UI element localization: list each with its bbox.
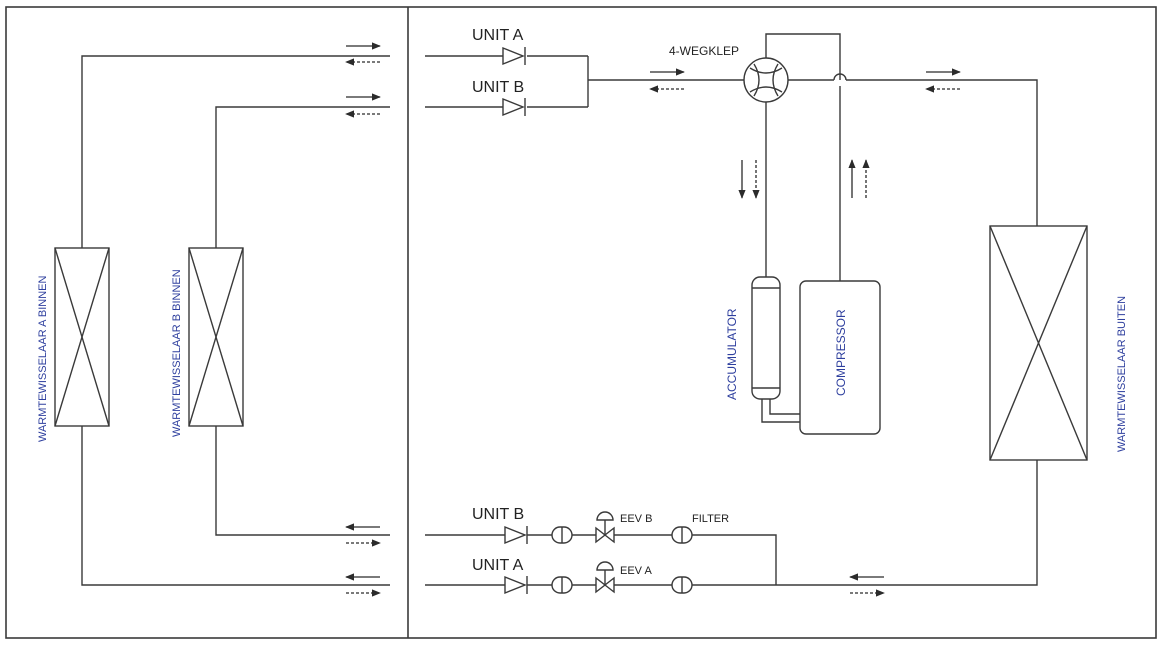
outdoor-flow-arrows [649, 68, 961, 597]
outdoor-hx-bottom-pipe [776, 460, 1038, 586]
compressor [799, 280, 881, 435]
outer-frame [5, 6, 1157, 639]
label-eev-b: EEV B [620, 513, 652, 525]
label-four-way-valve: 4-WEGKLEP [669, 44, 739, 58]
check-valve-gas-unit-b [502, 97, 526, 117]
hx-outdoor [989, 225, 1088, 461]
check-valve-gas-unit-a [502, 46, 526, 66]
indoor-flow-arrows [345, 42, 381, 597]
label-unit-a-liquid: UNIT A [472, 557, 524, 574]
label-accumulator: ACCUMULATOR [725, 308, 739, 400]
label-eev-a: EEV A [620, 565, 652, 577]
pipe-crossover [833, 73, 847, 81]
accumulator [751, 276, 800, 423]
eev-a-valve [595, 561, 615, 594]
indoor-unit-b-circuit [188, 106, 390, 536]
gas-line-manifold [425, 55, 744, 108]
label-unit-b-liquid: UNIT B [472, 506, 524, 523]
liquid-line-unit-a [425, 561, 776, 595]
label-unit-b-gas: UNIT B [472, 79, 524, 96]
label-hx-indoor-a: WARMTEWISSELAAR A BINNEN [37, 275, 49, 442]
outdoor-hx-top-pipe [846, 79, 1038, 226]
eev-b-valve [595, 511, 615, 544]
valve-to-compressor-loop [765, 33, 841, 80]
indoor-unit-a-circuit [54, 55, 390, 586]
four-way-valve [743, 57, 789, 103]
label-hx-indoor-b: WARMTEWISSELAAR B BINNEN [171, 269, 183, 437]
label-hx-outdoor: WARMTEWISSELAAR BUITEN [1116, 296, 1128, 452]
label-compressor: COMPRESSOR [834, 309, 848, 396]
label-unit-a-gas: UNIT A [472, 27, 524, 44]
liquid-line-unit-b [425, 511, 777, 585]
label-filter: FILTER [692, 513, 729, 525]
